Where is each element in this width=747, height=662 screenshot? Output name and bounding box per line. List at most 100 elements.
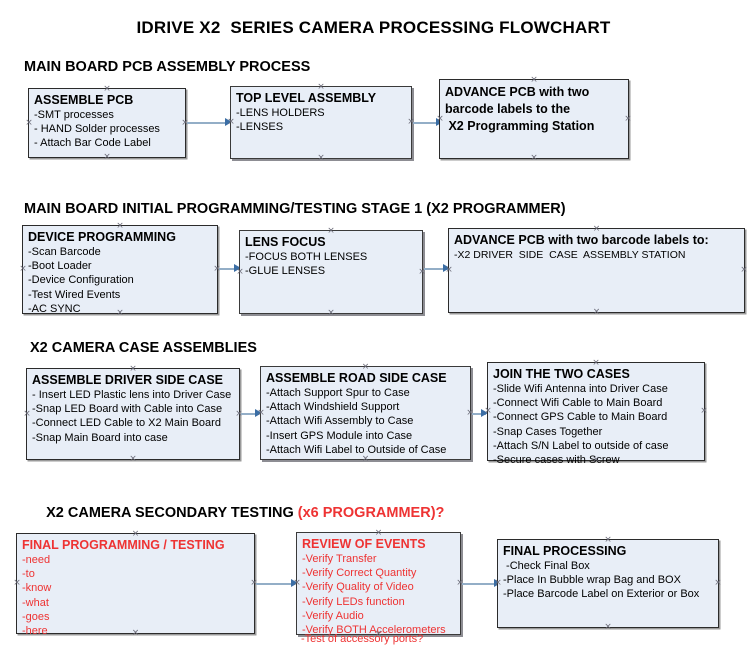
connection-handle-right[interactable] — [624, 115, 633, 124]
connection-handle-right[interactable] — [700, 407, 709, 416]
connection-handle-bottom[interactable] — [129, 455, 138, 464]
connection-handle-top[interactable] — [592, 359, 601, 368]
connection-handle-left[interactable] — [23, 410, 32, 419]
section-heading-x2-camera-secondary-testing: X2 CAMERA SECONDARY TESTING (x6 PROGRAMM… — [30, 489, 444, 537]
connector-driver-side-to-road-side — [241, 413, 259, 415]
connector-assemble-pcb-to-top-level-assembly — [187, 122, 228, 124]
connection-handle-left[interactable] — [236, 268, 245, 277]
node-final-programming-testing[interactable]: FINAL PROGRAMMING / TESTING -need -to -k… — [13, 530, 255, 637]
connection-handle-bottom[interactable] — [374, 630, 383, 639]
node-advance-pcb-driver-side-case[interactable]: ADVANCE PCB with two barcode labels to: … — [448, 228, 745, 313]
node-assemble-pcb[interactable]: ASSEMBLE PCB -SMT processes - HAND Solde… — [28, 88, 186, 158]
node-item-list: -Verify Transfer -Verify Correct Quantit… — [302, 552, 455, 637]
list-item: -Attach Wifi Label to Outside of Case — [266, 443, 447, 456]
list-item: -Connect GPS Cable to Main Board — [493, 411, 668, 424]
list-item: -GLUE LENSES — [245, 265, 326, 278]
list-item: -Boot Loader — [28, 260, 92, 273]
node-line: X2 Programming Station — [445, 119, 595, 133]
list-item: -Connect LED Cable to X2 Main Board — [32, 417, 221, 430]
node-title: TOP LEVEL ASSEMBLY — [236, 91, 377, 105]
node-title: ASSEMBLE DRIVER SIDE CASE — [32, 373, 224, 387]
list-item: -Snap Main Board into case — [32, 431, 168, 444]
connection-handle-top[interactable] — [374, 529, 383, 538]
connection-handle-bottom[interactable] — [361, 455, 370, 464]
connection-handle-left[interactable] — [436, 115, 445, 124]
list-item: -Attach Support Spur to Case — [266, 387, 410, 399]
connection-handle-top[interactable] — [604, 536, 613, 545]
node-review-of-events[interactable]: REVIEW OF EVENTS -Verify Transfer -Verif… — [293, 529, 461, 645]
node-final-processing[interactable]: FINAL PROCESSING -Check Final Box -Place… — [497, 539, 719, 628]
connection-handle-left[interactable] — [227, 118, 236, 127]
connection-handle-top[interactable] — [530, 76, 539, 85]
connection-handle-left[interactable] — [19, 265, 28, 274]
connection-handle-top[interactable] — [116, 222, 125, 231]
node-item-list: -FOCUS BOTH LENSES -GLUE LENSES — [245, 250, 417, 278]
node-title: ADVANCE PCB with two barcode labels to: — [454, 233, 709, 247]
connection-handle-bottom[interactable] — [131, 629, 140, 638]
connector-review-of-events-to-final-processing — [462, 583, 498, 585]
connection-handle-top[interactable] — [592, 225, 601, 234]
connection-handle-top[interactable] — [327, 227, 336, 236]
connection-handle-right[interactable] — [740, 266, 747, 275]
list-item: -know — [22, 582, 52, 595]
list-item: -need — [22, 554, 51, 566]
node-title: ASSEMBLE ROAD SIDE CASE — [266, 371, 447, 385]
connection-handle-left[interactable] — [25, 119, 34, 128]
list-item: -Insert GPS Module into Case — [266, 429, 413, 442]
node-assemble-road-side-case[interactable]: ASSEMBLE ROAD SIDE CASE -Attach Support … — [260, 366, 471, 460]
node-advance-pcb-to-programming-station[interactable]: ADVANCE PCB with two barcode labels to t… — [439, 79, 629, 159]
list-item: -to — [22, 568, 35, 581]
node-device-programming[interactable]: DEVICE PROGRAMMING -Scan Barcode -Boot L… — [19, 222, 218, 315]
node-title: LENS FOCUS — [245, 235, 326, 249]
connection-handle-top[interactable] — [103, 85, 112, 94]
node-title: ASSEMBLE PCB — [34, 93, 134, 107]
connector-device-programming-to-lens-focus — [219, 268, 239, 270]
connection-handle-bottom[interactable] — [103, 153, 112, 162]
connection-handle-right[interactable] — [714, 579, 723, 588]
connection-handle-bottom[interactable] — [116, 309, 125, 318]
node-top-level-assembly[interactable]: TOP LEVEL ASSEMBLY -LENS HOLDERS -LENSES — [230, 86, 412, 159]
connection-handle-bottom[interactable] — [592, 456, 601, 465]
connection-handle-top[interactable] — [317, 83, 326, 92]
list-item: -Verify Quality of Video — [302, 581, 414, 594]
node-item-list: -SMT processes - HAND Solder processes -… — [34, 108, 180, 151]
page-title: IDRIVE X2 SERIES CAMERA PROCESSING FLOWC… — [136, 18, 611, 37]
list-item: - HAND Solder processes — [34, 123, 160, 136]
connection-handle-top[interactable] — [129, 365, 138, 374]
connection-handle-bottom[interactable] — [327, 309, 336, 318]
node-title: FINAL PROCESSING — [503, 544, 627, 558]
node-lens-focus[interactable]: LENS FOCUS -FOCUS BOTH LENSES -GLUE LENS… — [239, 230, 423, 314]
section-heading-main-board-initial-programming: MAIN BOARD INITIAL PROGRAMMING/TESTING S… — [24, 201, 566, 217]
connection-handle-bottom[interactable] — [530, 154, 539, 163]
connection-handle-bottom[interactable] — [592, 308, 601, 317]
list-item: -Connect Wifi Cable to Main Board — [493, 397, 663, 410]
node-title: FINAL PROGRAMMING / TESTING — [22, 538, 225, 552]
connection-handle-left[interactable] — [13, 579, 22, 588]
node-item-list: -need -to -know -what -goes -here — [22, 553, 249, 638]
connection-handle-top[interactable] — [361, 363, 370, 372]
connection-handle-bottom[interactable] — [317, 154, 326, 163]
list-item: -Attach Windshield Support — [266, 401, 400, 414]
connector-final-programming-to-review-of-events — [256, 583, 295, 585]
list-item: -AC SYNC — [28, 302, 81, 315]
connection-handle-left[interactable] — [293, 579, 302, 588]
node-join-the-two-cases[interactable]: JOIN THE TWO CASES -Slide Wifi Antenna i… — [484, 359, 705, 466]
list-item: -FOCUS BOTH LENSES — [245, 251, 368, 263]
list-item: -Device Configuration — [28, 274, 134, 287]
connection-handle-left[interactable] — [445, 266, 454, 275]
connection-handle-left[interactable] — [257, 409, 266, 418]
list-item: -Check Final Box — [503, 560, 590, 572]
connection-handle-top[interactable] — [131, 530, 140, 539]
node-assemble-driver-side-case[interactable]: ASSEMBLE DRIVER SIDE CASE - Insert LED P… — [26, 368, 240, 460]
connection-handle-left[interactable] — [494, 579, 503, 588]
connection-handle-left[interactable] — [484, 407, 493, 416]
section-heading-main-board-pcb-assembly: MAIN BOARD PCB ASSEMBLY PROCESS — [24, 59, 311, 75]
connection-handle-bottom[interactable] — [604, 623, 613, 632]
list-item: -Slide Wifi Antenna into Driver Case — [493, 383, 668, 395]
section-heading-accent: (x6 PROGRAMMER)? — [297, 505, 445, 521]
node-title: DEVICE PROGRAMMING — [28, 230, 176, 244]
list-item: -Snap Cases Together — [493, 425, 603, 438]
list-item: -Verify Transfer — [302, 553, 377, 565]
connector-top-level-assembly-to-advance-pcb — [413, 122, 441, 124]
